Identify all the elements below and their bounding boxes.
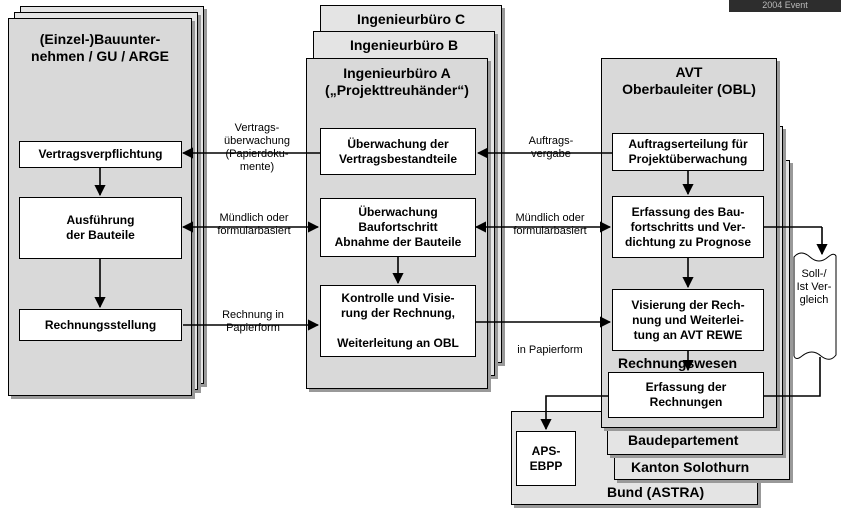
box-invoice-control: Kontrolle und Visie- rung der Rechnung, … (320, 285, 476, 357)
federal-label: Bund (ASTRA) (607, 484, 705, 500)
box-contract-monitoring: Überwachung der Vertragsbestandteile (320, 128, 476, 175)
edge-label-in-paper: in Papierform (517, 344, 583, 356)
contractor-title: (Einzel-)Bauunter- nehmen / GU / ARGE (31, 31, 169, 64)
box-aps-ebpp: APS- EBPP (516, 431, 576, 486)
canton-label: Kanton Solothurn (631, 459, 750, 475)
comparison-document-shape (793, 252, 837, 360)
box-capture-progress: Erfassung des Bau- fortschritts und Ver-… (612, 196, 764, 258)
arrow-invoices-to-aps (540, 395, 608, 431)
engineering-office-c-label: Ingenieurbüro C (356, 11, 466, 27)
avt-title: AVT Oberbauleiter (OBL) (622, 64, 756, 97)
box-invoicing: Rechnungsstellung (19, 309, 182, 341)
event-badge: 2004 Event (729, 0, 841, 12)
accounting-label: Rechnungswesen (618, 355, 738, 371)
box-invoice-visa: Visierung der Rech- nung und Weiterlei- … (612, 289, 764, 351)
edge-label-order-placement: Auftrags- vergabe (528, 135, 574, 160)
box-progress-monitoring: Überwachung Baufortschritt Abnahme der B… (320, 198, 476, 257)
box-execution: Ausführung der Bauteile (19, 197, 182, 259)
box-contract-obligation: Vertragsverpflichtung (19, 141, 182, 168)
comparison-note: Soll-/ Ist Ver- gleich (796, 268, 832, 306)
box-order-placement: Auftragserteilung für Projektüberwachung (612, 133, 764, 171)
engineering-office-b-label: Ingenieurbüro B (349, 37, 459, 53)
box-capture-invoices: Erfassung der Rechnungen (608, 372, 764, 418)
department-label: Baudepartement (628, 432, 739, 448)
event-badge-text: 2004 Event (762, 0, 808, 10)
line-invoices-to-comparison (764, 357, 821, 397)
engineering-office-a-title: Ingenieurbüro A („Projekttreuhänder“) (325, 65, 469, 98)
edge-label-contract-docs: Vertrags- überwachung (Papierdoku- mente… (223, 122, 291, 173)
